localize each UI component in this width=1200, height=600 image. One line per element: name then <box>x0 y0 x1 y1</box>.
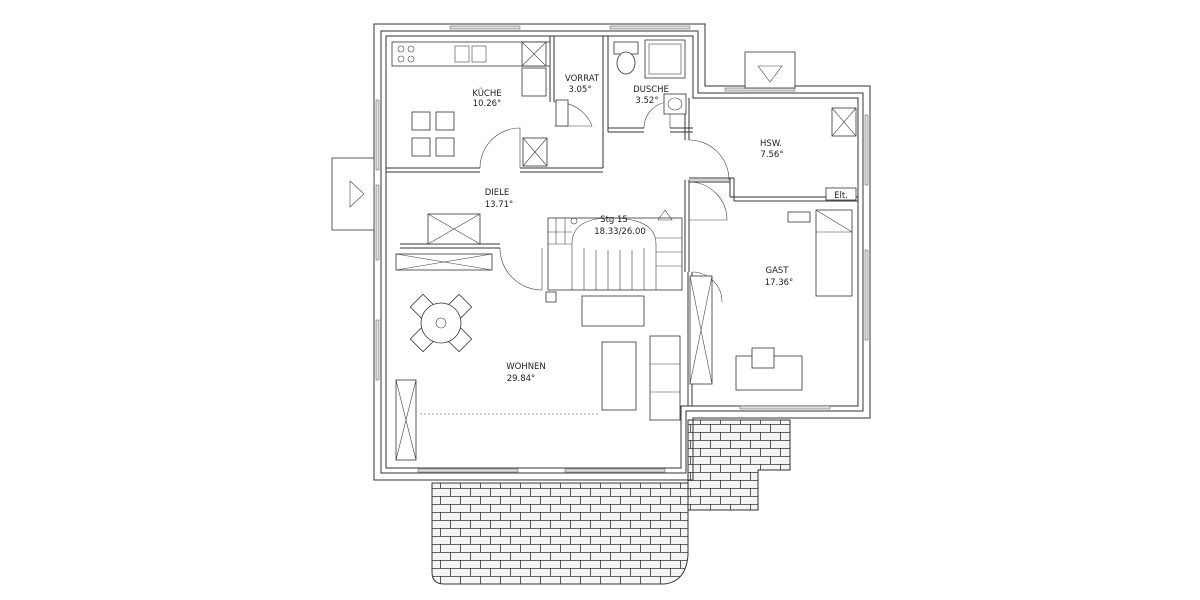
toilet <box>613 41 639 75</box>
room-name-hsw: HSW. <box>760 139 782 149</box>
room-area-hsw: 7.56° <box>760 150 783 160</box>
staircase <box>547 209 683 291</box>
terrace <box>431 419 791 585</box>
coffee-table <box>601 341 637 411</box>
room-name-gast: GAST <box>766 266 790 276</box>
room-area-vorrat: 3.05° <box>568 85 591 95</box>
room-name-wohnen: WOHNEN <box>506 362 546 372</box>
entrance-porch-left <box>331 157 375 231</box>
room-area-dusche: 3.52° <box>635 96 658 106</box>
room-area-diele: 13.71° <box>485 200 514 210</box>
dining-table-kitchen <box>411 111 455 157</box>
door-swings <box>479 101 730 303</box>
elt-box <box>825 187 857 201</box>
stair-dims: 18.33/26.00 <box>594 227 646 237</box>
wardrobe <box>427 213 481 245</box>
room-area-wohnen: 29.84° <box>507 374 536 384</box>
sofa <box>581 295 681 421</box>
kitchen-counter <box>391 41 551 167</box>
desk <box>735 347 803 391</box>
cabinet-wall <box>689 275 713 385</box>
entrance-porch-right <box>744 51 796 89</box>
vorrat-shelf <box>555 99 569 127</box>
windows <box>375 25 869 473</box>
room-area-kueche: 10.26° <box>473 99 502 109</box>
sideboard <box>395 253 493 271</box>
stair-label: Stg 15 <box>600 215 628 225</box>
round-table <box>409 293 473 353</box>
room-name-dusche: DUSCHE <box>633 85 669 95</box>
nightstand <box>787 211 811 223</box>
room-name-vorrat: VORRAT <box>565 74 600 84</box>
elt-label: Elt. <box>834 191 848 201</box>
washbasin <box>663 93 687 115</box>
room-area-gast: 17.36° <box>765 278 794 288</box>
window-bench <box>395 379 417 461</box>
shower <box>644 39 686 79</box>
utility-unit <box>831 107 857 137</box>
room-name-kueche: KÜCHE <box>472 88 501 99</box>
column <box>545 291 557 303</box>
exterior-walls <box>373 23 871 481</box>
bed <box>815 209 853 297</box>
room-name-diele: DIELE <box>485 188 510 198</box>
